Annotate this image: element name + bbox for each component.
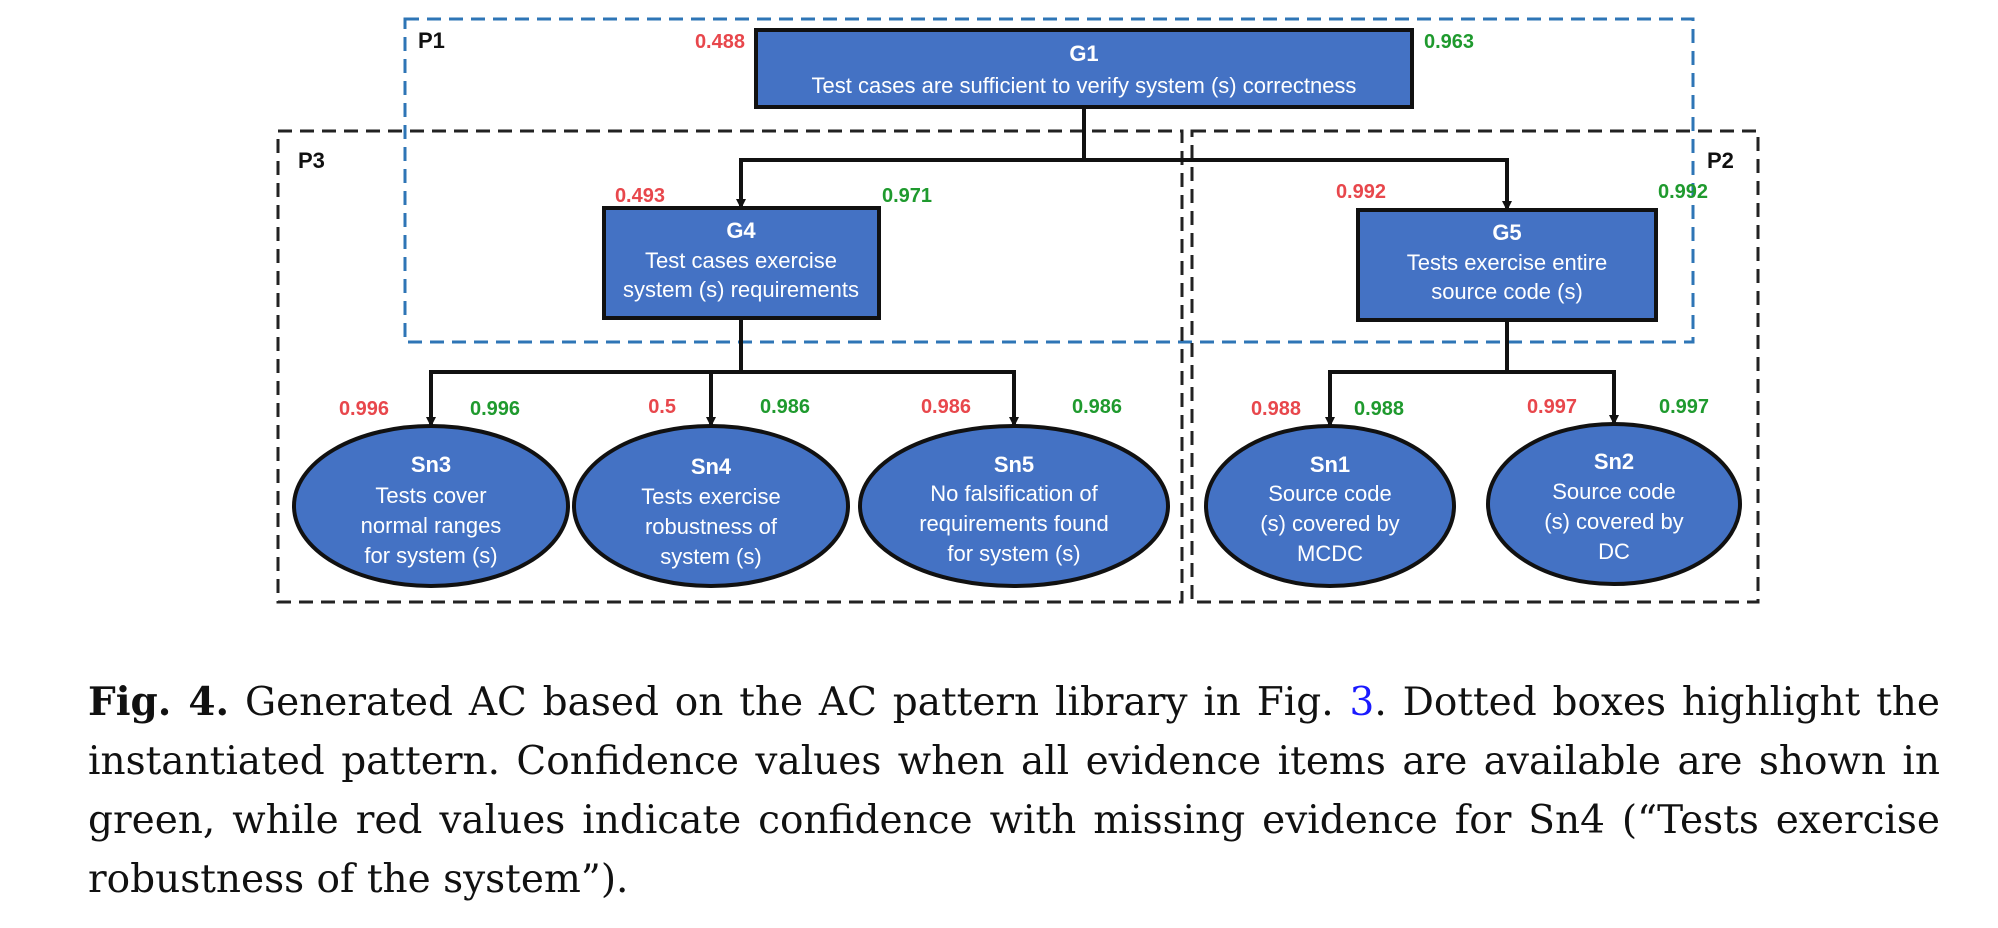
edge-g4-to-sn5 (739, 318, 1019, 427)
node-text-line: Source code (1268, 481, 1392, 506)
confidence-missing-g5: 0.992 (1336, 181, 1386, 203)
goal-box (602, 206, 881, 320)
confidence-complete-g5: 0.992 (1658, 181, 1708, 203)
solution-ellipse (858, 424, 1170, 588)
node-text-line: Tests cover (375, 483, 486, 508)
node-text-line: (s) covered by (1260, 511, 1399, 536)
node-id: Sn1 (1310, 452, 1350, 477)
confidence-complete-sn4: 0.986 (760, 396, 810, 418)
node-text-line: Test cases exercise (645, 248, 837, 273)
node-id: G4 (726, 218, 756, 243)
node-id: G1 (1069, 41, 1098, 66)
node-text-line: DC (1598, 539, 1630, 564)
pattern-box-p1 (403, 17, 1695, 344)
confidence-missing-g4: 0.493 (615, 185, 665, 207)
pattern-box-p3 (276, 129, 1184, 604)
confidence-complete-g1: 0.963 (1424, 31, 1474, 53)
pattern-box-p2 (1190, 129, 1760, 604)
node-text-line: system (s) requirements (623, 277, 859, 302)
pattern-label-p2: P2 (1707, 148, 1734, 173)
caption-figure-reference[interactable]: 3 (1349, 680, 1375, 725)
node-id: Sn5 (994, 452, 1034, 477)
node-text-line: Tests exercise entire (1407, 250, 1608, 275)
pattern-label-p3: P3 (298, 148, 325, 173)
confidence-complete-sn5: 0.986 (1072, 396, 1122, 418)
node-text-line: Source code (1552, 479, 1676, 504)
node-text-line: system (s) (660, 544, 761, 569)
confidence-missing-sn4: 0.5 (648, 396, 676, 418)
solution-ellipse (1204, 424, 1456, 588)
confidence-complete-sn3: 0.996 (470, 398, 520, 420)
goal-box (754, 28, 1414, 109)
node-text-line: MCDC (1297, 541, 1363, 566)
node-text-line: normal ranges (361, 513, 502, 538)
node-text-line: Test cases are sufficient to verify syst… (812, 73, 1357, 98)
confidence-complete-g4: 0.971 (882, 185, 932, 207)
caption-label: Fig. 4. (88, 679, 230, 725)
node-text-line: robustness of (645, 514, 778, 539)
confidence-missing-sn3: 0.996 (339, 398, 389, 420)
edge-g1-to-g5 (1082, 107, 1512, 211)
caption-text-after-ref: . Dotted boxes highlight the instantiate… (88, 680, 1940, 902)
edge-g5-to-sn2 (1505, 320, 1619, 425)
confidence-complete-sn1: 0.988 (1354, 398, 1404, 420)
confidence-missing-sn2: 0.997 (1527, 396, 1577, 418)
edge-g4-to-sn4 (706, 318, 743, 427)
confidence-missing-g1: 0.488 (695, 31, 745, 53)
solution-ellipse (572, 424, 850, 588)
solution-node-sn5[interactable]: Sn5 No falsification of requirements found… (858, 424, 1170, 588)
solution-ellipse (292, 424, 570, 588)
confidence-complete-sn2: 0.997 (1659, 396, 1709, 418)
node-id: Sn4 (691, 454, 732, 479)
node-text-line: (s) covered by (1544, 509, 1683, 534)
node-text-line: for system (s) (947, 541, 1080, 566)
node-id: G5 (1492, 220, 1521, 245)
node-text-line: for system (s) (364, 543, 497, 568)
node-id: Sn3 (411, 452, 451, 477)
confidence-missing-sn5: 0.986 (921, 396, 971, 418)
goal-box (1356, 208, 1658, 322)
pattern-label-p1: P1 (418, 28, 445, 53)
node-text-line: source code (s) (1431, 279, 1583, 304)
confidence-missing-sn1: 0.988 (1251, 398, 1301, 420)
node-text-line: requirements found (919, 511, 1109, 536)
node-id: Sn2 (1594, 449, 1634, 474)
figure-caption: Fig. 4. Generated AC based on the AC pat… (88, 673, 1940, 909)
caption-text-before-ref: Generated AC based on the AC pattern lib… (244, 680, 1334, 725)
node-text-line: Tests exercise (641, 484, 780, 509)
solution-ellipse (1486, 422, 1742, 586)
node-text-line: No falsification of (930, 481, 1098, 506)
